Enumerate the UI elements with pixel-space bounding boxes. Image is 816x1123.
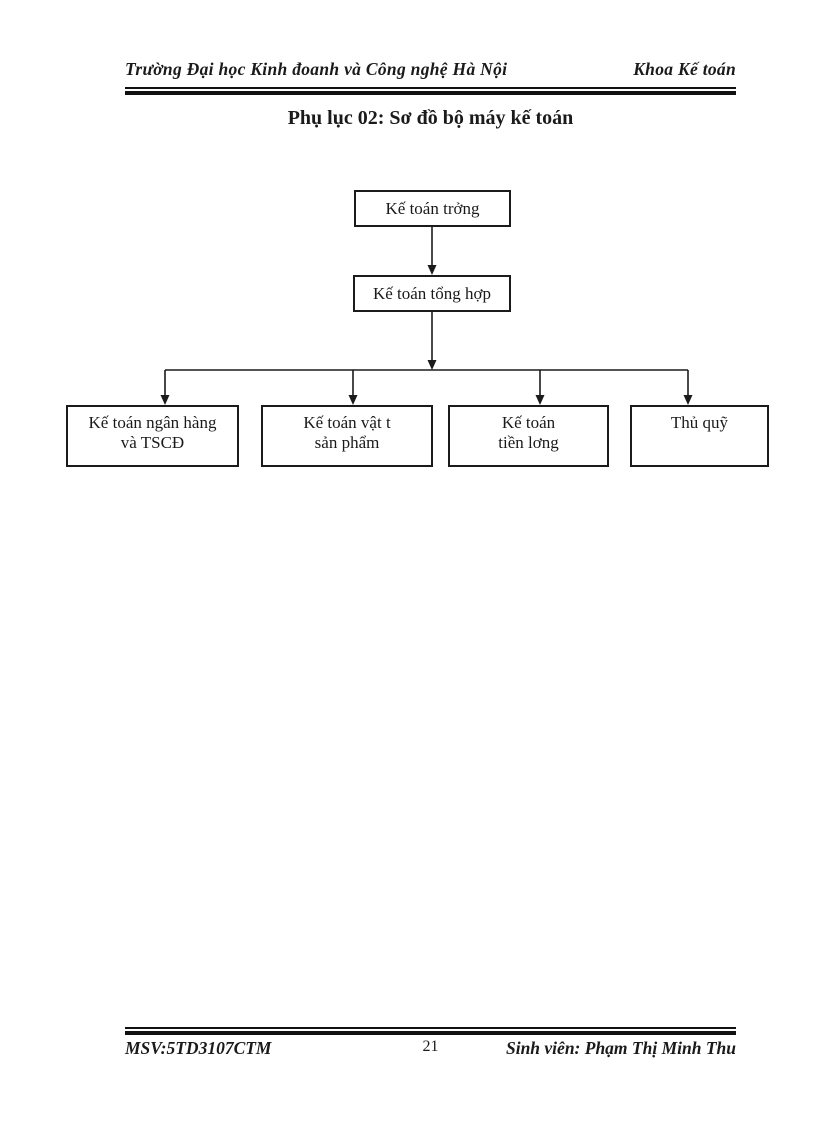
org-node-label-line1: Kế toán vật t — [303, 413, 391, 432]
org-node-bank-fixed-assets: Kế toán ngân hàng và TSCĐ — [66, 405, 239, 467]
org-node-payroll: Kế toán tiền lơng — [448, 405, 609, 467]
org-node-chief-accountant: Kế toán trởng — [354, 190, 511, 227]
org-node-label: Kế toán tổng hợp — [372, 283, 492, 303]
org-node-cashier: Thủ quỹ — [630, 405, 769, 467]
org-node-label-line1: Thủ quỹ — [670, 413, 729, 432]
footer-student-name: Sinh viên: Phạm Thị Minh Thu — [505, 1038, 736, 1058]
org-node-general-accountant: Kế toán tổng hợp — [353, 275, 511, 312]
header-rule — [125, 87, 736, 95]
page-title: Phụ lục 02: Sơ đồ bộ máy kế toán — [287, 107, 574, 129]
org-node-label-line2: sản phẩm — [314, 433, 380, 452]
header-rule-thin-line — [125, 87, 736, 89]
org-node-label: Kế toán trởng — [385, 198, 480, 218]
footer-rule-thick-line — [125, 1031, 736, 1035]
header-school-name: Trường Đại học Kinh đoanh và Công nghệ H… — [125, 59, 508, 79]
org-node-label-line2: tiền lơng — [498, 433, 559, 452]
footer-student-id: MSV:5TD3107CTM — [125, 1038, 272, 1058]
org-node-label-line1: Kế toán — [501, 413, 556, 432]
footer-rule — [125, 1027, 736, 1035]
footer-rule-thin-line — [125, 1027, 736, 1029]
page-number: 21 — [422, 1038, 439, 1055]
org-node-label-line1: Kế toán ngân hàng — [88, 413, 217, 432]
header-faculty-name: Khoa Kế toán — [633, 59, 736, 79]
header-rule-thick-line — [125, 91, 736, 95]
page-header: Trường Đại học Kinh đoanh và Công nghệ H… — [125, 59, 736, 80]
org-node-label-line2: và TSCĐ — [120, 433, 185, 452]
org-node-materials-products: Kế toán vật t sản phẩm — [261, 405, 433, 467]
